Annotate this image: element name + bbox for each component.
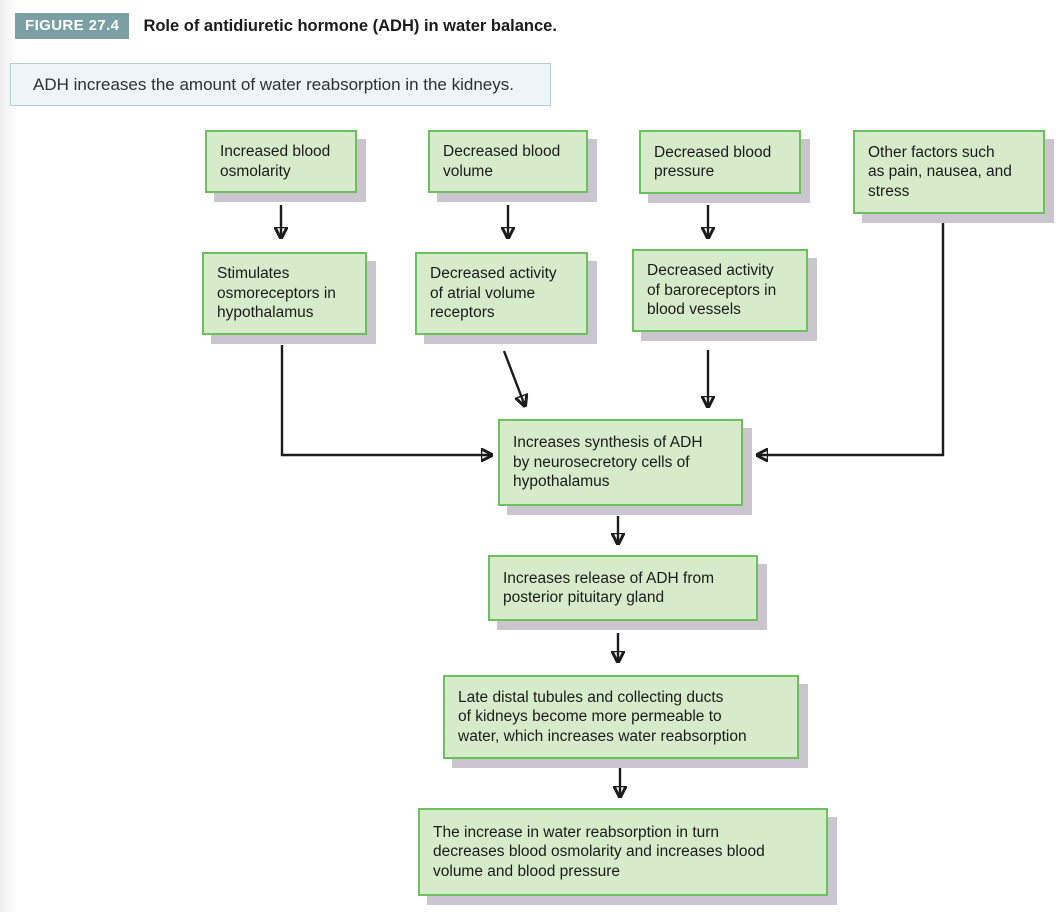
node-label: Decreased blood pressure	[654, 143, 772, 181]
node-label: Increases release of ADH from posterior …	[503, 569, 715, 607]
node-increases-adh-synthesis: Increases synthesis of ADH by neurosecre…	[498, 419, 743, 506]
node-label: Decreased blood volume	[443, 143, 561, 180]
line-osmoreceptors-to-synthesis	[280, 345, 492, 455]
node-decreased-baroreceptors: Decreased activity of baroreceptors in b…	[632, 249, 808, 332]
arrow-volume-receptors-to-synthesis	[502, 350, 525, 406]
figure-header: FIGURE 27.4 Role of antidiuretic hormone…	[15, 13, 557, 39]
node-label: Late distal tubules and collecting ducts…	[458, 688, 747, 745]
node-stimulates-osmoreceptors: Stimulates osmoreceptors in hypothalamus	[202, 252, 367, 335]
node-decreased-blood-pressure: Decreased blood pressure	[639, 130, 801, 194]
node-increased-blood-osmolarity: Increased blood osmolarity	[205, 130, 357, 193]
node-increases-adh-release: Increases release of ADH from posterior …	[488, 555, 758, 621]
node-label: Decreased activity of baroreceptors in b…	[647, 262, 777, 319]
node-label: Decreased activity of atrial volume rece…	[430, 265, 557, 322]
figure-number-badge: FIGURE 27.4	[15, 13, 130, 39]
node-water-reabsorption-result: The increase in water reabsorption in tu…	[418, 808, 828, 896]
node-tubules-more-permeable: Late distal tubules and collecting ducts…	[443, 675, 799, 759]
figure-title: Role of antidiuretic hormone (ADH) in wa…	[143, 16, 557, 35]
page-edge-shading	[0, 0, 18, 912]
node-decreased-blood-volume: Decreased blood volume	[428, 130, 588, 193]
node-label: Increases synthesis of ADH by neurosecre…	[513, 434, 703, 491]
node-label: Stimulates osmoreceptors in hypothalamus	[217, 265, 336, 322]
figure-summary-callout: ADH increases the amount of water reabso…	[10, 63, 551, 106]
node-decreased-atrial-volume-receptors: Decreased activity of atrial volume rece…	[415, 252, 588, 335]
node-label: Other factors such as pain, nausea, and …	[868, 143, 1012, 200]
node-label: The increase in water reabsorption in tu…	[433, 823, 765, 880]
node-other-factors: Other factors such as pain, nausea, and …	[853, 130, 1045, 214]
node-label: Increased blood osmolarity	[220, 143, 331, 180]
